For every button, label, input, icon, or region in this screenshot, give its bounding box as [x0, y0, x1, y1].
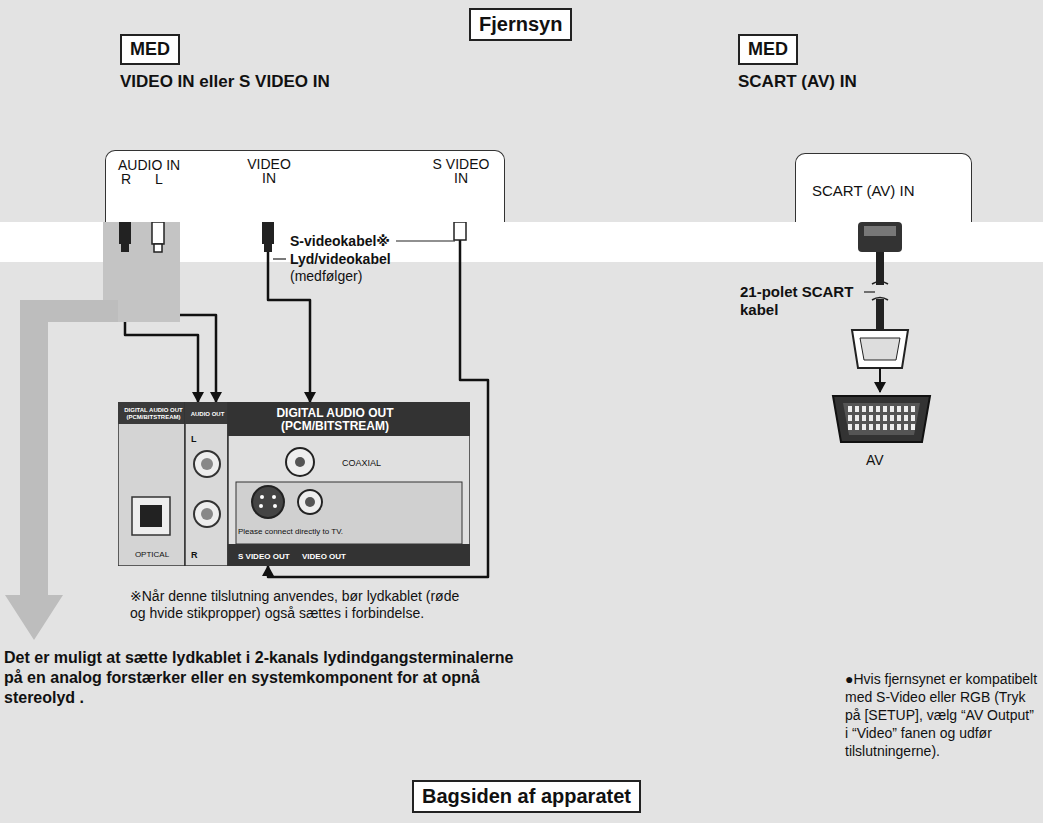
tv-plugs — [454, 222, 466, 240]
tv-plugs — [119, 222, 466, 252]
scart-cable — [852, 222, 908, 392]
heading-text: Bagsiden af apparatet — [422, 785, 631, 807]
cable-label: Lyd/videokabel — [290, 251, 391, 268]
heading-text: Fjernsyn — [479, 13, 562, 35]
cable-label: 21-polet SCART kabel — [740, 283, 865, 319]
scart-cable — [876, 252, 884, 285]
player-panel-art — [252, 486, 284, 518]
scart-cable — [852, 330, 908, 368]
cable-label: AV — [866, 452, 884, 469]
player-panel-art — [273, 504, 277, 508]
tv-plugs — [154, 244, 162, 252]
audio-highlight — [5, 300, 118, 640]
leader-lines — [864, 291, 875, 292]
av-socket — [833, 396, 930, 442]
player-panel-art — [201, 508, 213, 520]
player-rear-panel: DIGITAL AUDIO OUT (PCM/BITSTREAM)AUDIO O… — [118, 402, 470, 566]
tv-plugs — [262, 222, 274, 244]
scart-cable — [879, 368, 881, 392]
tv-scart-panel: SCART (AV) IN — [795, 153, 972, 222]
heading-text: MED — [130, 39, 170, 59]
terminal-label: SCART (AV) IN — [812, 182, 915, 200]
cable-label: S-videokabel※ — [290, 233, 390, 250]
subheading: SCART (AV) IN — [738, 72, 857, 92]
subheading: VIDEO IN eller S VIDEO IN — [120, 72, 330, 92]
scart-cable — [864, 226, 896, 236]
leader-lines — [396, 240, 455, 241]
terminal-label: S VIDEO IN — [426, 157, 496, 185]
player-panel-art — [118, 402, 185, 424]
scart-cable — [872, 282, 888, 301]
heading-text: MED — [748, 39, 788, 59]
scart-cable — [876, 299, 884, 330]
player-panel-art — [228, 402, 470, 566]
tv-plugs — [264, 244, 272, 252]
player-panel-art — [201, 458, 213, 470]
terminal-label: S VIDEO OUT — [238, 552, 300, 562]
terminal-label: OPTICAL — [122, 550, 182, 560]
scart-cable — [860, 338, 900, 360]
player-panel-art — [298, 490, 322, 514]
tag-box: MED — [120, 34, 180, 65]
terminal-label: AUDIO OUT — [187, 411, 228, 418]
av-socket — [847, 406, 917, 432]
terminal-label: VIDEO IN — [239, 157, 299, 185]
player-panel-art — [194, 451, 220, 477]
player-panel-art — [272, 495, 276, 499]
terminal-label: R — [121, 171, 131, 188]
terminal-label: R — [191, 550, 198, 561]
player-panel-art — [118, 402, 185, 566]
terminal-label: L — [191, 434, 197, 445]
player-panel-art — [194, 501, 220, 527]
terminal-label: VIDEO OUT — [302, 552, 362, 562]
player-panel-art — [305, 497, 315, 507]
player-panel-art — [260, 495, 264, 499]
terminal-label: DIGITAL AUDIO OUT (PCM/BITSTREAM) — [260, 407, 410, 433]
heading-box: Fjernsyn — [469, 8, 572, 41]
terminal-label: Please connect directly to TV. — [238, 527, 368, 537]
player-panel-art — [295, 457, 305, 467]
player-panel-art — [236, 482, 462, 544]
tv-plugs — [121, 244, 129, 252]
player-panel-art — [140, 505, 162, 527]
terminal-label: COAXIAL — [342, 458, 381, 469]
leader-lines — [273, 258, 286, 259]
tag-box: MED — [738, 34, 798, 65]
note-text: ※Når denne tilslutning anvendes, bør lyd… — [130, 588, 475, 622]
av-socket — [833, 396, 930, 442]
player-panel-art — [185, 402, 228, 566]
tv-input-panel: AUDIO INRLVIDEO INS VIDEO IN — [105, 150, 505, 222]
cable-label: (medfølger) — [290, 268, 362, 285]
player-panel-art — [118, 402, 470, 566]
player-panel-art — [132, 497, 170, 535]
player-panel-art — [286, 448, 314, 476]
tv-plugs — [152, 222, 164, 244]
terminal-label: DIGITAL AUDIO OUT (PCM/BITSTREAM) — [122, 407, 185, 421]
player-panel-art — [228, 402, 470, 436]
terminal-label: L — [155, 171, 163, 188]
av-socket — [843, 403, 920, 435]
note-text: Det er muligt at sætte lydkablet i 2-kan… — [4, 648, 524, 708]
player-panel-art — [228, 544, 470, 566]
scart-cable — [858, 222, 902, 252]
player-panel-art — [259, 504, 263, 508]
note-text: ●Hvis fjernsynet er kompatibelt med S-Vi… — [845, 670, 1040, 760]
heading-box: Bagsiden af apparatet — [412, 780, 641, 813]
tv-plugs — [119, 222, 131, 244]
player-panel-art — [185, 402, 228, 424]
